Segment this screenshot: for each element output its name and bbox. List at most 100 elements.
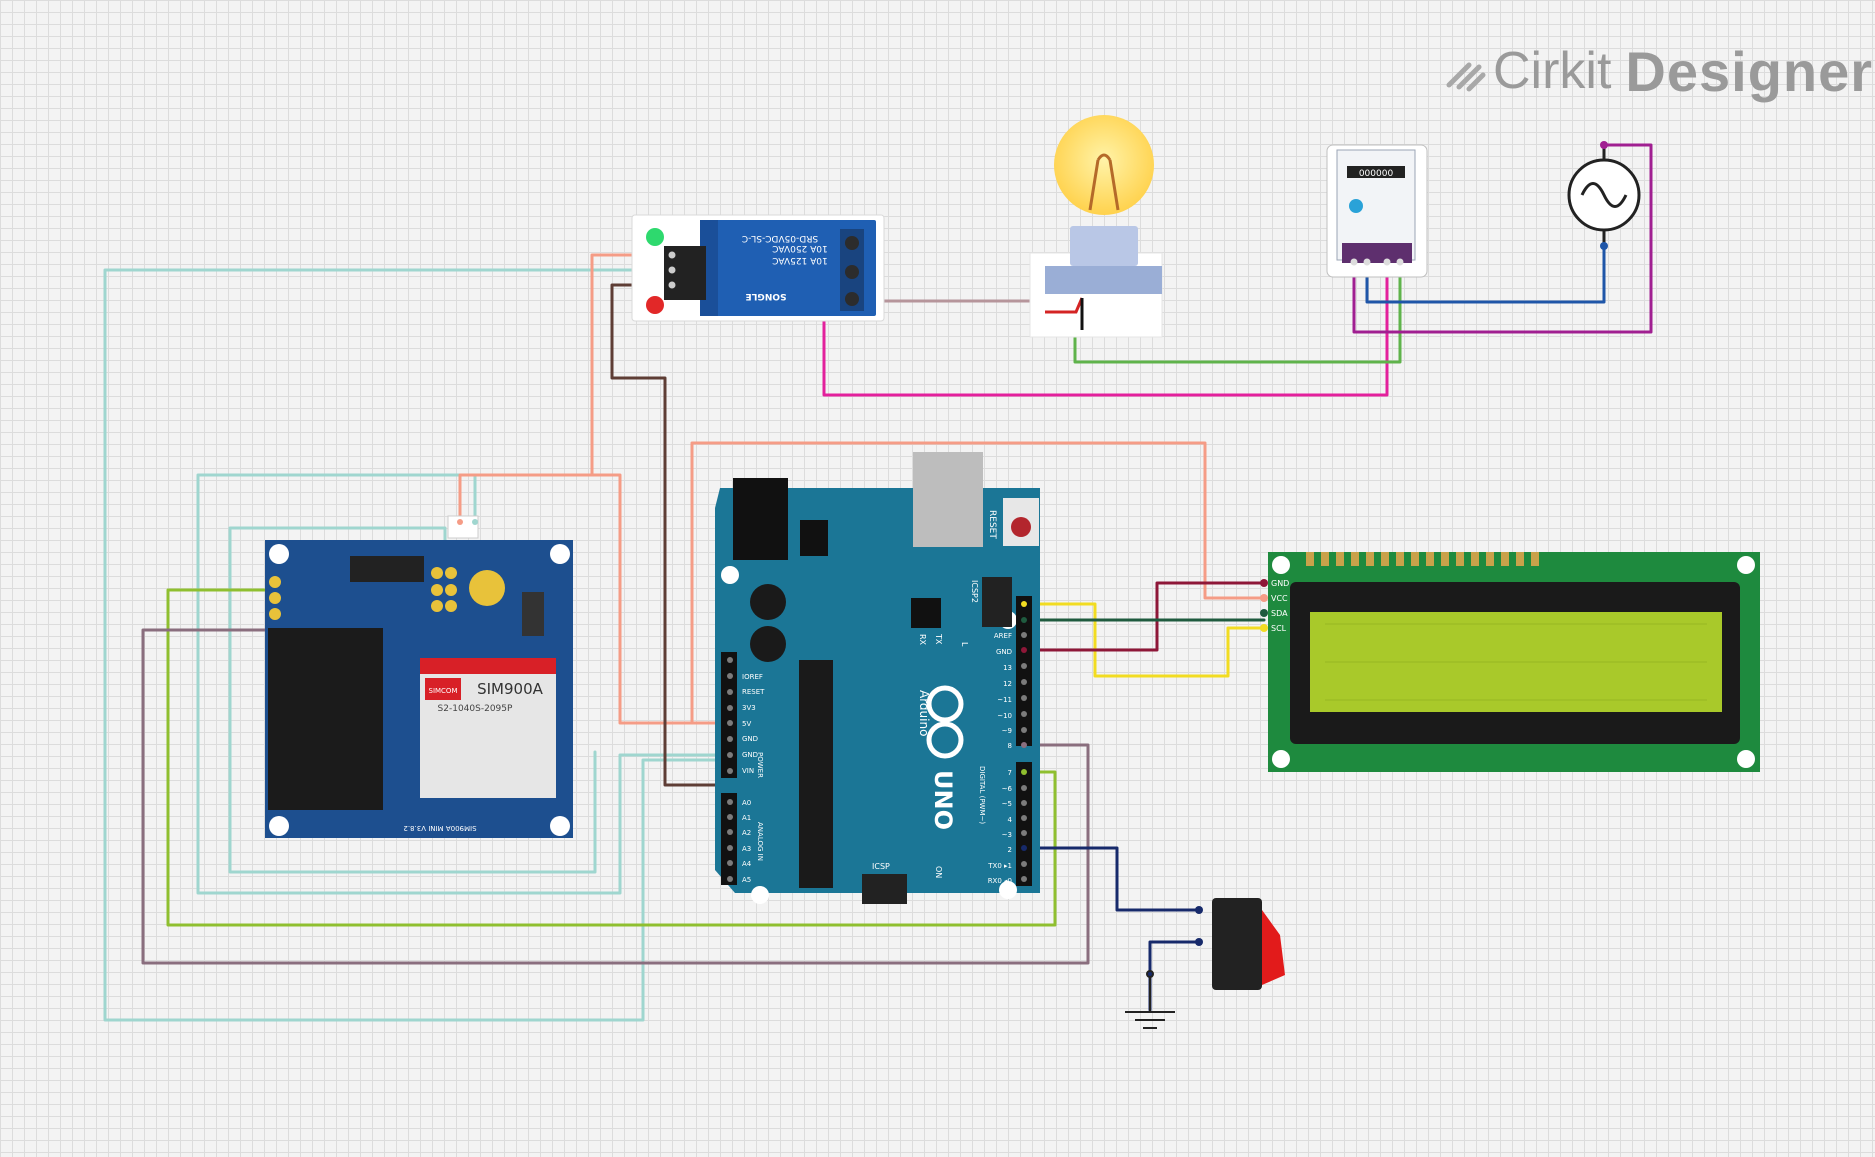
mount-hole [1272,556,1290,574]
light-bulb[interactable] [1029,115,1163,338]
pin-label: IOREF [742,673,763,681]
pin-label: 7 [1008,769,1012,777]
meter-terminal[interactable] [1383,258,1391,266]
gsm-module[interactable]: SIMCOM SIM900A S2-1040S-2095P SIM900A MI… [265,515,573,838]
pin-label: ~10 [997,712,1012,720]
wire-salmon-lcd-vcc[interactable] [690,441,1266,725]
atmega-chip [799,660,833,888]
ground-symbol[interactable] [1125,970,1175,1029]
gsm-buzzer [469,570,505,606]
pin-label: VIN [742,767,754,775]
mount-hole [269,816,289,836]
rocker-switch[interactable] [1195,898,1285,990]
wire-lime-gsm-tx[interactable] [166,588,1057,927]
cirkit-designer-brand: Cirkit Designer [1443,36,1873,106]
pin-label: AREF [994,632,1012,640]
gsm-chip-sub: S2-1040S-2095P [438,704,513,714]
ac-sine-icon [1580,182,1628,208]
gsm-connector-pin[interactable] [457,519,463,525]
dc-jack[interactable] [733,478,788,560]
wire-green-bulb-meter[interactable] [1073,260,1402,364]
reset-label: RESET [987,510,997,539]
gsm-side-pins[interactable] [269,576,281,620]
wire-salmon-relay-5v[interactable] [590,253,732,725]
rx-label: RX [918,634,927,646]
wire-blue-meter-ac[interactable] [1365,244,1606,304]
analog-header-label: ANALOG IN [756,822,764,861]
relay-terminal-screw[interactable] [845,265,859,279]
meter-terminal[interactable] [1350,258,1358,266]
wire-purple-meter-ac[interactable] [1352,143,1653,334]
rocker-switch-icon [1212,898,1262,990]
usb-port[interactable] [913,452,983,547]
relay-part-text: SRD-05VDC-SL-C [742,233,818,243]
digital-header-bottom [1016,762,1032,886]
relay-spec-line: 10A 125VAC [772,255,828,265]
ac-terminal[interactable] [1600,141,1608,149]
power-pins[interactable] [727,657,733,774]
relay-module[interactable]: SRD-05VDC-SL-C 10A 250VAC 10A 125VAC SON… [631,214,885,322]
icsp2-header[interactable] [982,577,1012,627]
pin-label: ~9 [1002,727,1012,735]
lcd-pin-label: VCC [1271,594,1288,603]
digital-header-label: DIGITAL (PWM~) [978,766,986,824]
analog-pins[interactable] [727,799,733,882]
pin-label: GND [742,735,758,743]
pin-label: ~11 [997,696,1012,704]
gsm-chip-label: SIM900A [477,680,544,698]
relay-pin[interactable] [668,281,676,289]
simcom-logo [425,678,461,700]
meter-terminal[interactable] [1396,258,1404,266]
energy-meter[interactable]: 000000 [1326,144,1428,278]
pin-label: ~5 [1002,800,1012,808]
lcd-pins[interactable] [1260,579,1268,632]
lcd-display[interactable]: GND VCC SDA SCL [1260,552,1760,772]
pin-label: GND [996,648,1012,656]
wire-teal-relay-arduino-gnd[interactable] [103,268,732,1022]
arduino-brand-text: Arduino [917,690,931,736]
pin-label: ~6 [1002,785,1013,793]
gsm-header[interactable] [431,567,457,612]
digital-pins[interactable] [1021,601,1027,882]
wire-darkred-lcd-gnd[interactable] [1022,581,1266,652]
icsp-header[interactable] [862,874,907,904]
pin-label: ~3 [1002,831,1012,839]
gsm-board-text: SIM900A MINI V3.8.2 [403,824,476,832]
wire-navy-switch[interactable] [1022,846,1201,912]
pin-label: RX0 ◂0 [988,877,1012,885]
relay-terminal-screw[interactable] [845,236,859,250]
brand-light-text: Cirkit [1493,42,1612,100]
digital-pin-labels-bottom: 7 ~6 ~5 4 ~3 2 TX0 ▸1 RX0 ◂0 [987,769,1012,885]
ac-terminal[interactable] [1600,242,1608,250]
lcd-pin-label: SDA [1271,609,1288,618]
meter-terminal[interactable] [1363,258,1371,266]
wire-salmon-gsm-vcc[interactable] [458,473,594,524]
relay-pin[interactable] [668,251,676,259]
mount-hole [1737,556,1755,574]
capacitor [750,584,786,620]
relay-led-red [646,296,664,314]
gsm-connector-pin[interactable] [472,519,478,525]
wire-navy-ground[interactable] [1148,940,1201,1012]
relay-terminal-screw[interactable] [845,292,859,306]
pin-label: A0 [742,799,751,807]
mount-hole [269,544,289,564]
reset-button[interactable] [1011,517,1031,537]
switch-terminal[interactable] [1195,906,1203,914]
wire-yellow-scl[interactable] [1022,602,1266,678]
relay-pin[interactable] [668,266,676,274]
arduino-model-text: UNO [929,770,957,830]
arduino-uno[interactable]: RESET ICSP2 ICSP Arduino UNO TX RX L ON … [715,452,1040,904]
icsp-label: ICSP [872,862,890,871]
power-header-label: POWER [756,752,764,778]
digital-pin-labels-top: AREF GND 13 12 ~11 ~10 ~9 8 [994,632,1012,750]
switch-terminal[interactable] [1195,938,1203,946]
relay-spec-line: 10A 250VAC [772,243,828,253]
mount-hole [550,816,570,836]
ac-source[interactable] [1567,141,1641,250]
wire-teal-gsm-inner[interactable] [228,526,597,874]
pin-label: A2 [742,829,751,837]
l-label: L [960,642,969,647]
cirkit-logo-icon [1446,62,1486,92]
